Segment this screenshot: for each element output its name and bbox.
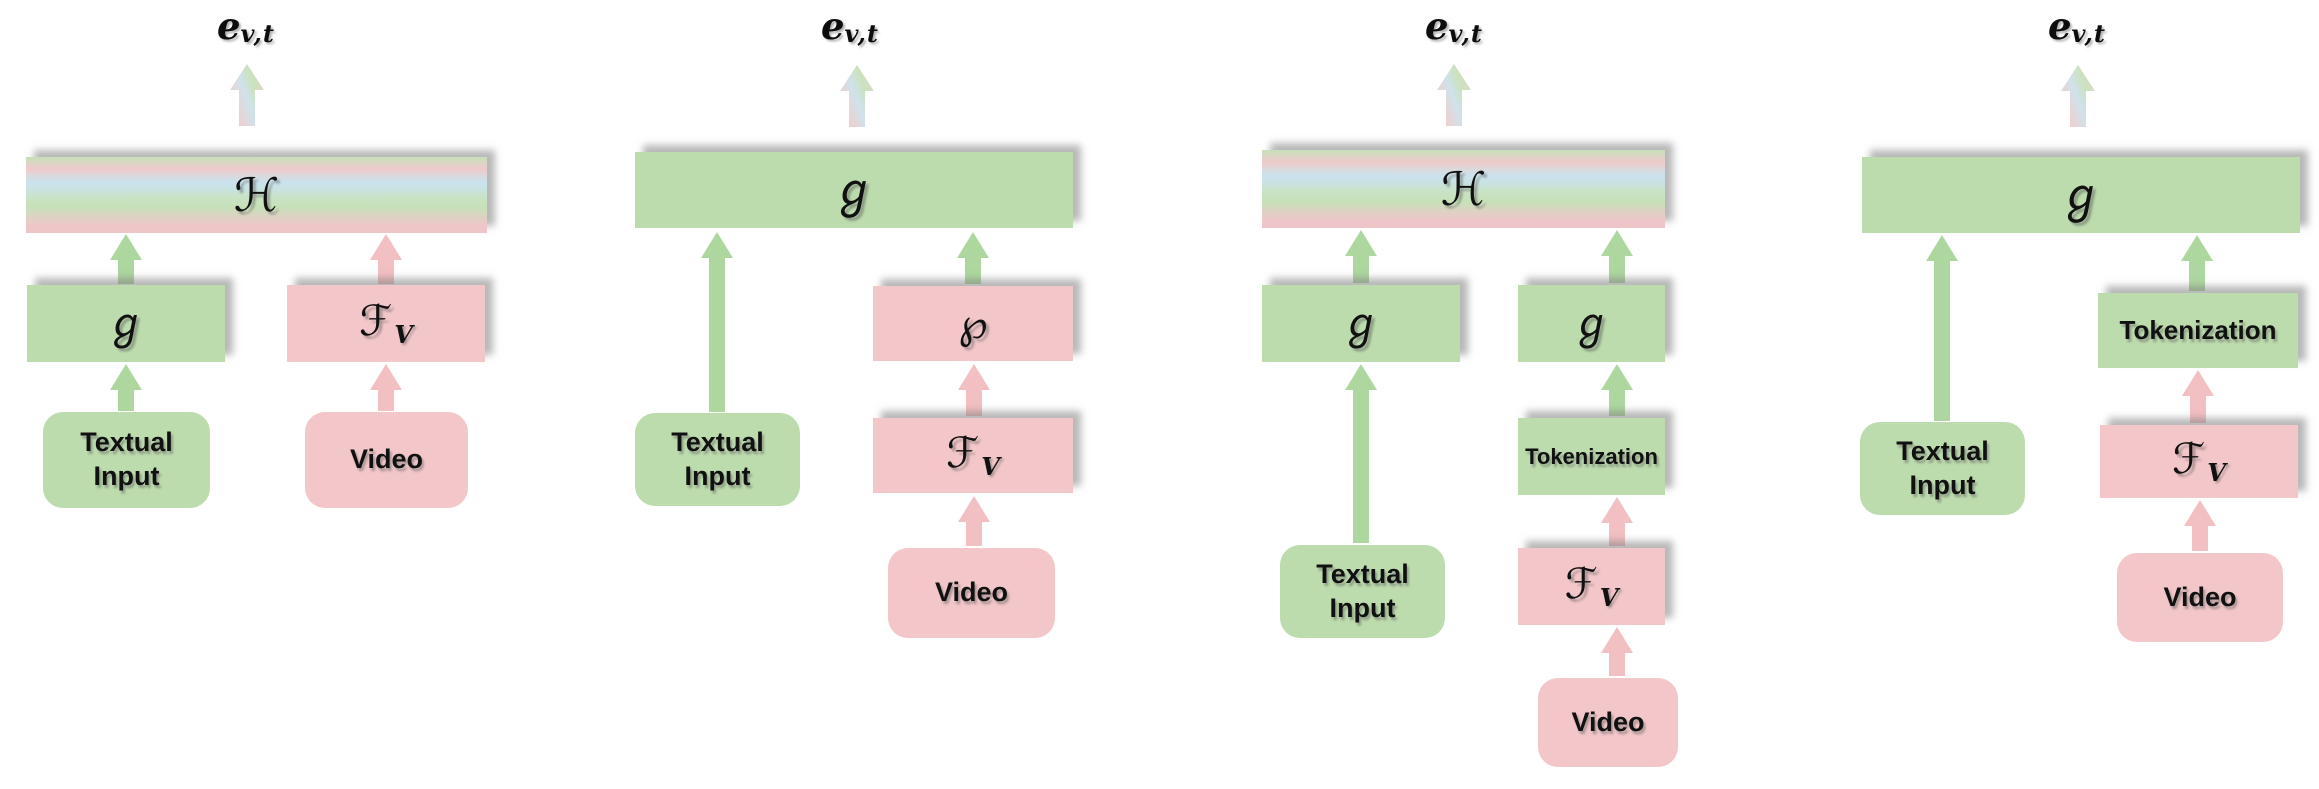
video-to-encoder-arrow-icon <box>958 496 990 546</box>
projection-box: ℘ <box>873 286 1073 361</box>
textual-input-label: Textual Input <box>1316 558 1409 623</box>
video-feature-extractor-box: ℱV <box>2100 425 2298 498</box>
tokenization-label: Tokenization <box>1525 443 1658 469</box>
unified-encoder-box: ℊ <box>635 152 1073 228</box>
output-arrow-icon <box>2061 65 2095 127</box>
embedding-base: e <box>2048 4 2072 48</box>
video-to-encoder-arrow-icon <box>370 364 402 411</box>
video-token-encoder-box: ℊ <box>1518 285 1665 362</box>
video-encoder-label: ℱV <box>359 296 413 349</box>
output-arrow-icon <box>1437 64 1471 126</box>
textinput-to-encoder-arrow-icon <box>110 364 142 411</box>
fusion-module-label: ℋ <box>233 168 280 222</box>
textual-input-box: Textual Input <box>1860 422 2025 515</box>
features-to-tokenization-arrow-icon <box>2182 370 2214 423</box>
textual-input-box: Textual Input <box>1280 545 1445 638</box>
video-feature-extractor-subscript: V <box>1599 583 1619 612</box>
textual-input-label: Textual Input <box>671 426 764 491</box>
video-input-box: Video <box>2117 553 2283 642</box>
unified-encoder-label: ℊ <box>831 163 877 217</box>
embedding-base: e <box>1425 4 1449 48</box>
video-encoder-subscript: V <box>981 452 1000 481</box>
embedding-subscript: v,t <box>2071 19 2106 48</box>
video-token-encoder-label: ℊ <box>1570 298 1613 348</box>
tokenization-label: Tokenization <box>2119 315 2277 346</box>
embedding-subscript: v,t <box>240 19 275 48</box>
video-input-label: Video <box>349 444 424 475</box>
fusion-module-box: ℋ <box>1262 150 1665 228</box>
video-input-label: Video <box>934 577 1009 608</box>
fusion-module-label: ℋ <box>1440 162 1487 216</box>
textual-input-box: Textual Input <box>635 413 800 506</box>
unified-encoder-label: ℊ <box>2058 168 2104 222</box>
textinput-to-encoder-arrow-icon <box>1345 364 1377 543</box>
tokenization-box: Tokenization <box>1518 418 1665 495</box>
videoencoder-to-fusion-arrow-icon <box>1601 230 1633 283</box>
video-feature-extractor-subscript: V <box>2207 458 2226 487</box>
text-encoder-label: ℊ <box>104 298 147 348</box>
unified-encoder-box: ℊ <box>1862 157 2300 233</box>
text-encoder-box: ℊ <box>27 285 225 362</box>
video-encoder-label: ℱV <box>946 428 1000 481</box>
textencoder-to-fusion-arrow-icon <box>1345 230 1377 283</box>
video-encoder-box: ℱV <box>287 285 485 362</box>
video-feature-extractor-label: ℱV <box>2172 434 2226 487</box>
text-to-fusion-arrow-icon <box>110 234 142 284</box>
video-input-box: Video <box>1538 678 1678 767</box>
video-feature-extractor-label: ℱV <box>1564 559 1619 612</box>
embedding-base: e <box>821 4 845 48</box>
textinput-to-encoder-arrow-icon <box>1926 235 1958 421</box>
projection-label: ℘ <box>958 298 988 348</box>
video-input-label: Video <box>1571 706 1645 737</box>
video-encoder-subscript: V <box>394 320 413 349</box>
textual-input-label: Textual Input <box>80 427 173 491</box>
textual-input-box: Textual Input <box>43 412 210 508</box>
video-to-features-arrow-icon <box>2184 500 2216 551</box>
projection-to-encoder-arrow-icon <box>957 232 989 284</box>
video-input-label: Video <box>2163 581 2237 612</box>
video-feature-extractor-box: ℱV <box>1518 548 1665 625</box>
video-to-features-arrow-icon <box>1601 627 1633 676</box>
embedding-subscript: v,t <box>844 19 879 48</box>
tokenization-to-encoder-arrow-icon <box>1601 364 1633 416</box>
video-to-fusion-arrow-icon <box>370 234 402 284</box>
embedding-base: e <box>217 4 241 48</box>
fusion-module-box: ℋ <box>26 157 487 233</box>
videoencoder-to-projection-arrow-icon <box>958 364 990 416</box>
output-arrow-icon <box>840 65 874 127</box>
output-arrow-icon <box>230 64 264 126</box>
video-input-box: Video <box>305 412 468 508</box>
textinput-to-encoder-arrow-icon <box>701 232 733 412</box>
tokenization-box: Tokenization <box>2098 293 2298 368</box>
tokenization-to-encoder-arrow-icon <box>2181 235 2213 291</box>
textual-input-label: Textual Input <box>1896 435 1989 500</box>
text-encoder-box: ℊ <box>1262 285 1460 362</box>
embedding-subscript: v,t <box>1448 19 1483 48</box>
text-encoder-label: ℊ <box>1339 298 1382 348</box>
video-encoder-box: ℱV <box>873 418 1073 493</box>
features-to-tokenization-arrow-icon <box>1601 497 1633 546</box>
video-input-box: Video <box>888 548 1055 638</box>
